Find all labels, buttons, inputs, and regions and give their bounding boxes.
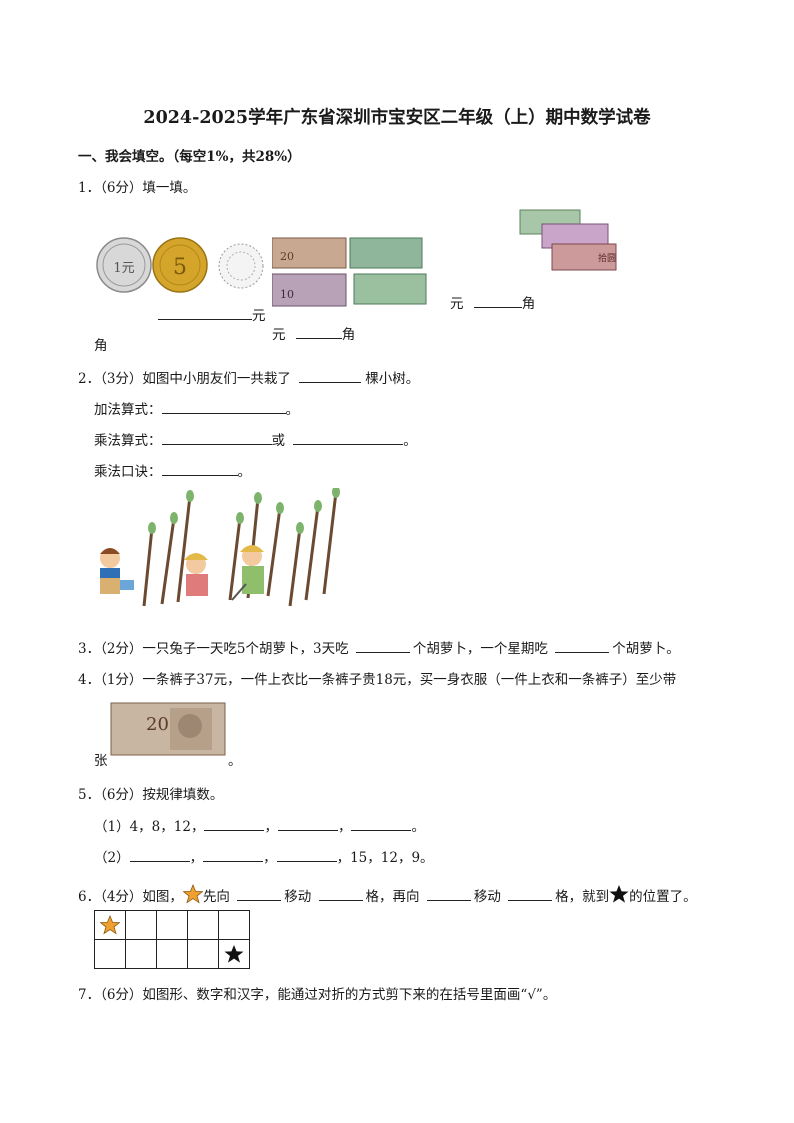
grid-cell bbox=[94, 939, 126, 969]
q1-blank-1[interactable] bbox=[158, 305, 252, 320]
q1-unit-yuan-3: 元 bbox=[450, 296, 464, 312]
q1-blank-3[interactable] bbox=[473, 293, 522, 308]
q6-text-f: 格，就到 bbox=[555, 889, 610, 905]
grid-cell bbox=[156, 910, 188, 940]
q6-text-e: 移动 bbox=[473, 889, 501, 905]
black-star-icon bbox=[219, 944, 249, 964]
q5-p2-comma-1: ， bbox=[189, 850, 204, 866]
q4-end: 。 bbox=[228, 753, 242, 769]
note-20-label: 20 bbox=[280, 250, 294, 263]
grid-cell bbox=[156, 939, 188, 969]
q2-table-row: 乘法口诀： 。 bbox=[94, 460, 251, 480]
q3-blank-2[interactable] bbox=[555, 638, 610, 653]
q2-stem: 2．（3分）如图中小朋友们一共栽了 棵小树。 bbox=[78, 367, 419, 387]
note-jiao-label: 拾圆 bbox=[598, 252, 616, 264]
q4-text: 4．（1分）一条裤子37元，一件上衣比一条裤子贵18元，买一身衣服（一件上衣和一… bbox=[78, 672, 677, 688]
q3-row: 3．（2分）一只兔子一天吃5个胡萝卜，3天吃 个胡萝卜，一个星期吃 个胡萝卜。 bbox=[78, 637, 680, 657]
coin-5jiao-label: 5 bbox=[173, 255, 187, 280]
q2-add-row: 加法算式： 。 bbox=[94, 398, 299, 418]
q5-part1: （1）4，8，12， ， ， 。 bbox=[94, 815, 425, 835]
q5-p1-period: 。 bbox=[411, 819, 425, 835]
q6-text-d: 格，再向 bbox=[365, 889, 420, 905]
q4-unit: 张 bbox=[94, 753, 108, 769]
grid-cell bbox=[125, 939, 157, 969]
q2-mul-label: 乘法算式： bbox=[94, 433, 162, 449]
q1-unit-yuan-1: 元 bbox=[252, 308, 266, 324]
q3-blank-1[interactable] bbox=[355, 638, 410, 653]
q2-blank-total[interactable] bbox=[299, 368, 362, 383]
q2-blank-add[interactable] bbox=[161, 399, 286, 414]
q6-blank-steps-1[interactable] bbox=[318, 886, 363, 901]
q6-blank-dir-2[interactable] bbox=[426, 886, 471, 901]
q5-p2-comma-2: ， bbox=[263, 850, 277, 866]
grid-cell bbox=[125, 910, 157, 940]
q6-text-a: 6．（4分）如图， bbox=[78, 889, 183, 905]
q2-table-period: 。 bbox=[237, 464, 252, 480]
q2-trees-illustration bbox=[92, 488, 342, 612]
grid-cell bbox=[187, 910, 219, 940]
q6-blank-dir-1[interactable] bbox=[237, 886, 282, 901]
q2-or: 或 bbox=[271, 433, 286, 449]
q1-notes-group-b: 拾圆 bbox=[516, 208, 622, 274]
q5-p2-suffix: ，15，12，9。 bbox=[336, 850, 434, 866]
q5-stem: 5．（6分）按规律填数。 bbox=[78, 787, 224, 803]
q1-unit-yuan-2: 元 bbox=[272, 327, 286, 343]
q3-text-b: 个胡萝卜，一个星期吃 bbox=[412, 641, 548, 657]
q1-blank-2[interactable] bbox=[295, 324, 342, 339]
q5-p1-comma-1: ， bbox=[264, 819, 278, 835]
orange-star-icon bbox=[182, 884, 203, 904]
q1-stem: 1．（6分）填一填。 bbox=[78, 180, 197, 196]
q2-blank-mul-2[interactable] bbox=[293, 430, 404, 445]
q6-blank-steps-2[interactable] bbox=[508, 886, 553, 901]
q4-note-image: 20 bbox=[110, 702, 228, 756]
q6-text-b: 先向 bbox=[202, 889, 230, 905]
q1-unit-jiao-3: 角 bbox=[521, 296, 536, 312]
q5-p2-blank-3[interactable] bbox=[276, 847, 337, 862]
black-star-icon bbox=[609, 884, 629, 904]
q2-stem-a: 2．（3分）如图中小朋友们一共栽了 bbox=[78, 371, 291, 387]
q4-note-label: 20 bbox=[146, 714, 169, 735]
note-10-label: 10 bbox=[280, 288, 294, 301]
q1-notes-group-a: 20 10 bbox=[272, 236, 432, 308]
q5-p1-prefix: （1）4，8，12， bbox=[94, 819, 205, 835]
q5-part2: （2） ， ， ，15，12，9。 bbox=[94, 846, 434, 866]
q1-unit-jiao-2: 角 bbox=[341, 327, 356, 343]
grid-cell bbox=[218, 939, 250, 969]
grid-cell bbox=[94, 910, 126, 940]
q6-row: 6．（4分）如图， 先向 移动 格，再向 移动 格，就到 的位置了。 bbox=[78, 884, 697, 905]
section-heading: 一、我会填空。（每空1%，共28%） bbox=[78, 149, 301, 165]
orange-star-icon bbox=[95, 915, 125, 935]
q1-unit-jiao-1: 角 bbox=[94, 338, 108, 354]
q3-text-c: 个胡萝卜。 bbox=[612, 641, 680, 657]
grid-cell bbox=[187, 939, 219, 969]
q6-grid bbox=[94, 910, 250, 969]
q5-p1-comma-2: ， bbox=[337, 819, 352, 835]
q5-p2-blank-1[interactable] bbox=[129, 847, 190, 862]
q5-p2-blank-2[interactable] bbox=[203, 847, 264, 862]
q1-coin-small bbox=[217, 240, 265, 292]
q2-table-label: 乘法口诀： bbox=[94, 464, 162, 480]
q2-add-period: 。 bbox=[285, 402, 300, 418]
q2-mul-row: 乘法算式： 或 。 bbox=[94, 429, 417, 449]
q6-text-c: 移动 bbox=[284, 889, 312, 905]
q2-add-label: 加法算式： bbox=[94, 402, 162, 418]
q5-p2-prefix: （2） bbox=[94, 850, 130, 866]
q1-blank-2-row: 元 角 bbox=[272, 323, 355, 343]
q1-blank-3-row: 元 角 bbox=[450, 292, 535, 312]
coin-1yuan-label: 1元 bbox=[113, 261, 134, 276]
q2-mul-period: 。 bbox=[403, 433, 417, 449]
q2-blank-table[interactable] bbox=[161, 461, 238, 476]
q1-coins-image: 1元 5 bbox=[96, 234, 214, 296]
q3-text-a: 3．（2分）一只兔子一天吃5个胡萝卜，3天吃 bbox=[78, 641, 349, 657]
q2-blank-mul-1[interactable] bbox=[161, 430, 272, 445]
q6-text-g: 的位置了。 bbox=[629, 889, 697, 905]
grid-cell bbox=[218, 910, 250, 940]
q1-blank-1-row: 元 bbox=[158, 304, 266, 324]
q5-p1-blank-1[interactable] bbox=[204, 816, 265, 831]
q7-text: 7．（6分）如图形、数字和汉字，能通过对折的方式剪下来的在括号里面画“√”。 bbox=[78, 987, 557, 1003]
q5-p1-blank-3[interactable] bbox=[351, 816, 412, 831]
page-title: 2024-2025学年广东省深圳市宝安区二年级（上）期中数学试卷 bbox=[143, 108, 651, 128]
q5-p1-blank-2[interactable] bbox=[277, 816, 338, 831]
q2-stem-b: 棵小树。 bbox=[365, 371, 420, 387]
